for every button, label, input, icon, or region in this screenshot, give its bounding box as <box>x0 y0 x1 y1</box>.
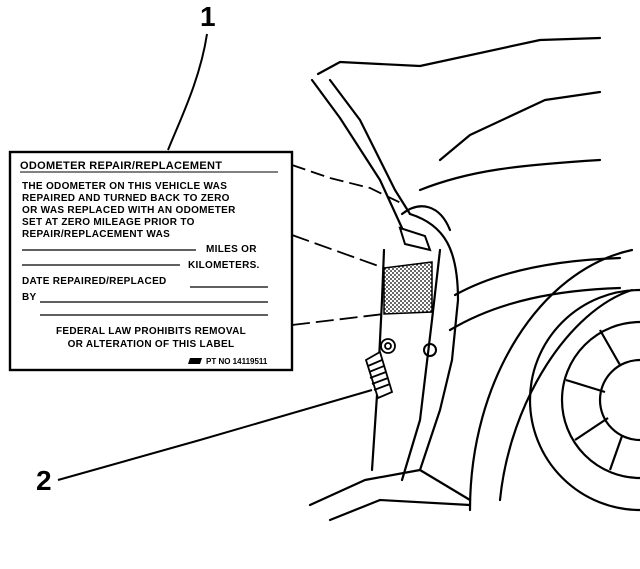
windshield-lower <box>438 90 602 162</box>
a-pillar-inner <box>328 78 412 216</box>
pillar-bracket <box>398 226 437 357</box>
projection-line-upper <box>291 164 406 206</box>
spoke-3 <box>599 329 621 366</box>
label-body-line-3: OR WAS REPLACED WITH AN ODOMETER <box>22 205 236 216</box>
sill-lower <box>328 498 472 522</box>
label-body-line-2: REPAIRED AND TURNED BACK TO ZERO <box>22 193 230 204</box>
body-edge <box>370 248 386 472</box>
label-by: BY <box>22 292 37 303</box>
spoke-4 <box>608 435 624 471</box>
callout-1: 1 <box>200 1 216 32</box>
label-body-line-4: SET AT ZERO MILEAGE PRIOR TO <box>22 217 195 228</box>
label-part-number: PT NO 14119511 <box>206 357 268 366</box>
label-kilometers: KILOMETERS. <box>188 260 260 271</box>
hub <box>598 358 640 442</box>
a-pillar-outer <box>310 78 404 230</box>
wheel-arch-inner <box>498 288 634 502</box>
leader-line-1 <box>167 33 208 151</box>
jamb-hole <box>423 343 437 357</box>
vehicle-outline <box>308 36 634 522</box>
spoke-2 <box>574 417 609 441</box>
hood-line <box>418 158 602 192</box>
leader-line-2 <box>57 389 373 481</box>
rim <box>560 320 640 480</box>
label-border <box>8 150 294 372</box>
label-date-repaired: DATE REPAIRED/REPLACED <box>22 276 167 287</box>
fender-upper <box>453 256 622 297</box>
spoke-1 <box>565 378 606 394</box>
manufacturer-logo <box>188 358 202 364</box>
label-miles-or: MILES OR <box>206 244 257 255</box>
door-jamb-inner <box>400 248 442 482</box>
pillar-curve <box>400 205 452 232</box>
label-title: ODOMETER REPAIR/REPLACEMENT <box>20 160 222 172</box>
label-body-line-5: REPAIR/REPLACEMENT WAS <box>22 229 170 240</box>
label-law-line-1: FEDERAL LAW PROHIBITS REMOVAL <box>56 326 246 337</box>
rocker-sill <box>308 468 472 507</box>
roof-line <box>316 36 602 76</box>
tire-outer <box>528 288 640 512</box>
projection-line-bottom <box>291 313 385 326</box>
door-jamb-outer <box>408 212 460 472</box>
projection-lines <box>291 164 406 326</box>
odometer-label-card: ODOMETER REPAIR/REPLACEMENT THE ODOMETER… <box>8 150 294 372</box>
door-check-spring <box>364 338 396 400</box>
fender-lower <box>448 286 622 332</box>
label-law-line-2: OR ALTERATION OF THIS LABEL <box>68 339 235 350</box>
label-location-patch <box>383 261 433 315</box>
projection-line-top <box>291 234 385 269</box>
wheel <box>528 288 640 512</box>
wheel-arch <box>468 248 634 512</box>
label-body-line-1: THE ODOMETER ON THIS VEHICLE WAS <box>22 181 227 192</box>
callout-2: 2 <box>36 465 52 496</box>
